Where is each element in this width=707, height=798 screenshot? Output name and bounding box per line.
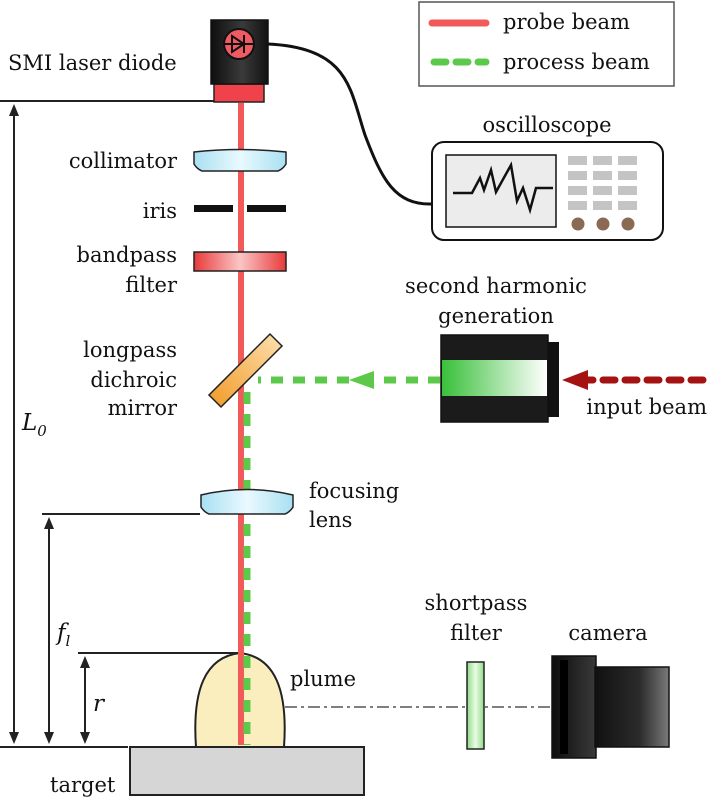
- smi-laser-diode: [210, 19, 269, 103]
- input-beam-label: input beam: [586, 395, 707, 419]
- shortpass-filter: [466, 661, 485, 750]
- measurement-guides: [0, 100, 244, 748]
- longpass-label-line1: longpass: [83, 338, 177, 362]
- measurement-arrowheads: [9, 104, 90, 744]
- iris-label: iris: [143, 199, 177, 223]
- longpass-label-line3: mirror: [108, 396, 178, 420]
- L0-bottom-arrowhead: [9, 732, 19, 744]
- longpass-label-line2: dichroic: [90, 368, 177, 392]
- oscilloscope-knobs: [571, 217, 635, 231]
- dichroic-mirror: [207, 332, 284, 409]
- oscilloscope-icon: [431, 141, 664, 241]
- fl-top-arrowhead: [44, 517, 54, 529]
- process-beam-arrowhead: [349, 371, 374, 389]
- legend: probe beam process beam: [418, 1, 675, 87]
- focusing-label-line2: lens: [309, 508, 352, 532]
- iris-right-blade: [247, 205, 286, 212]
- fl-symbol: fl: [55, 620, 71, 650]
- r-symbol: r: [93, 691, 106, 717]
- focusing-lens: [200, 488, 294, 515]
- signal-cable: [267, 42, 433, 206]
- legend-process-label: process beam: [503, 50, 650, 74]
- iris-left-blade: [194, 205, 233, 212]
- collimator-lens: [193, 148, 287, 172]
- oscilloscope-label: oscilloscope: [482, 113, 611, 137]
- shg-label-line2: generation: [438, 304, 554, 328]
- camera-ring: [560, 660, 568, 754]
- L0-symbol: L0: [21, 410, 47, 440]
- input-beam-arrowhead: [562, 370, 588, 390]
- camera-lens-barrel: [594, 666, 670, 748]
- oscilloscope-screen: [445, 154, 557, 228]
- fl-bottom-arrowhead: [44, 732, 54, 744]
- target-block: [129, 746, 365, 796]
- shg-crystal-window: [442, 360, 547, 396]
- oscilloscope-buttons: [568, 156, 637, 210]
- shg-end-plate: [547, 342, 559, 417]
- collimator-label: collimator: [69, 149, 178, 173]
- shortpass-label-line2: filter: [450, 621, 503, 645]
- target-label: target: [50, 773, 116, 797]
- legend-probe-label: probe beam: [503, 10, 630, 34]
- focusing-label-line1: focusing: [309, 479, 399, 503]
- L0-top-arrowhead: [9, 104, 19, 116]
- camera-label: camera: [568, 621, 647, 645]
- bandpass-label-line1: bandpass: [77, 243, 177, 267]
- camera-icon: [551, 655, 670, 759]
- r-bottom-arrowhead: [80, 732, 90, 744]
- photodiode-icon: [223, 28, 255, 60]
- shg-crystal: [440, 334, 559, 423]
- oscilloscope-waveform: [453, 161, 553, 215]
- legend-frame: [418, 1, 675, 87]
- shg-label-line1: second harmonic: [405, 274, 587, 298]
- r-top-arrowhead: [80, 656, 90, 668]
- plume-label: plume: [290, 667, 356, 691]
- camera-body: [551, 655, 597, 759]
- laser-diode-window: [213, 83, 265, 103]
- bandpass-label-line2: filter: [125, 273, 178, 297]
- shortpass-label-line1: shortpass: [425, 591, 528, 615]
- smi-laser-label: SMI laser diode: [8, 51, 177, 75]
- bandpass-filter: [193, 251, 287, 272]
